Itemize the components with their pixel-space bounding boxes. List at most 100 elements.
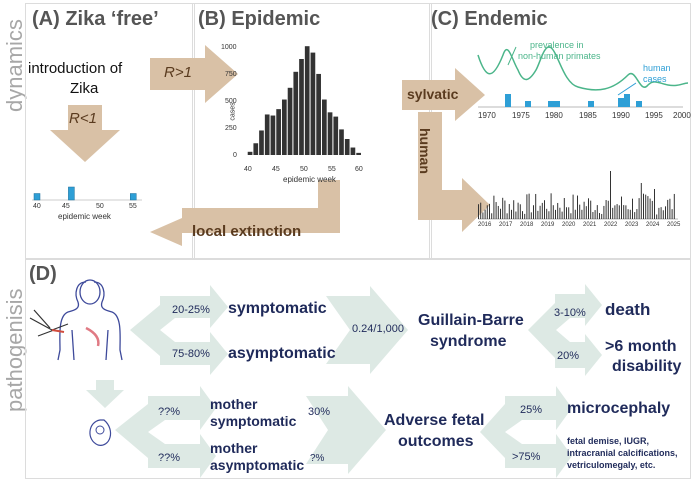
human-case-bar: [478, 204, 479, 219]
prevalence-label-1: prevalence in: [530, 40, 584, 50]
human-case-bar: [638, 198, 640, 219]
sylvatic-bar-1: [505, 94, 511, 107]
chart-human-cases: [478, 171, 678, 220]
human-case-bar: [537, 210, 539, 219]
chart-zika-free: [32, 186, 142, 201]
human-case-bar: [603, 205, 605, 219]
percent-death: 3-10%: [554, 307, 586, 319]
percent-symptomatic: 20-25%: [172, 304, 210, 316]
arrow-r-gt-1: [150, 45, 238, 103]
epidemic-bar: [287, 87, 293, 155]
panel-c-title: (C) Endemic: [431, 8, 548, 30]
human-case-bar: [506, 213, 508, 219]
chart-b-xlabel: epidemic week: [283, 175, 336, 184]
human-case-bar: [590, 200, 592, 219]
human-case-bar: [552, 205, 554, 219]
human-case-bar: [508, 204, 510, 219]
human-case-bar: [592, 212, 594, 219]
chart-b-xtick-50: 50: [300, 166, 308, 173]
human-case-bar: [500, 208, 501, 219]
human-case-bar: [634, 212, 636, 219]
human-case-bar: [596, 205, 598, 219]
arrow-sylvatic: [402, 68, 485, 121]
human-case-bar: [656, 214, 658, 219]
human-case-bar: [625, 205, 627, 219]
prevalence-pointer: [507, 46, 517, 66]
human-case-bar: [627, 209, 629, 219]
human-case-bar: [673, 193, 675, 219]
chart-c-xtick-2000: 2000: [673, 111, 691, 120]
human-case-bar: [482, 212, 484, 219]
chart-a-tick-40: 40: [33, 203, 41, 210]
human-case-bar: [548, 211, 550, 219]
human-case-bar: [579, 204, 581, 219]
human-case-bar: [528, 193, 530, 219]
human-case-bar: [539, 205, 541, 219]
human-case-bar: [524, 213, 526, 219]
sylvatic-bar-7: [624, 94, 630, 107]
human-case-bar: [660, 207, 662, 219]
epidemic-bar: [350, 147, 356, 155]
human-case-bar: [647, 196, 649, 219]
prevalence-label-2: non-human primates: [518, 51, 601, 61]
human-case-bar: [517, 202, 519, 219]
zika-free-bar: [130, 193, 137, 201]
human-case-bar: [667, 199, 669, 219]
panel-d-title: (D): [29, 263, 57, 285]
sylvatic-bar-3: [548, 101, 554, 107]
human-cases-label-1: human: [643, 63, 671, 73]
arrow-split-gbs: [528, 284, 602, 376]
human-case-bar: [550, 193, 552, 219]
human-case-bar: [489, 203, 490, 219]
microcephaly-label: microcephaly: [567, 400, 671, 417]
human-case-bar: [491, 213, 493, 219]
human-case-bar: [502, 197, 504, 219]
human-case-bar: [583, 201, 585, 219]
human-case-bar: [618, 205, 620, 219]
zika-free-bar: [68, 186, 75, 201]
other-outcomes-label-3: vetriculomegaly, etc.: [567, 460, 656, 470]
human-case-bar: [513, 200, 515, 219]
human-case-bar: [480, 202, 482, 219]
human-case-bar: [535, 193, 537, 219]
r-lt-1-label: R<1: [69, 110, 97, 127]
human-xtick: 2016: [478, 222, 492, 228]
percent-fetal-asymptomatic: ?%: [310, 453, 325, 464]
human-case-bar: [581, 209, 583, 219]
intro-text: introduction of: [28, 60, 123, 77]
symptomatic-label: symptomatic: [228, 300, 327, 317]
figure-human-mosquito: [29, 279, 124, 446]
human-cases-label-2: cases: [643, 74, 667, 84]
epidemic-bar: [247, 151, 253, 155]
epidemic-bar: [276, 109, 281, 155]
epidemic-bar: [270, 115, 276, 155]
human-case-bar: [574, 209, 576, 219]
sylvatic-bar-4: [554, 101, 560, 107]
chart-b-ytick-500: 500: [225, 98, 237, 105]
human-xtick: 2020: [562, 222, 576, 228]
human-case-bar: [669, 198, 671, 219]
mother-symptomatic-label-2: symptomatic: [210, 413, 297, 429]
chart-b-xtick-60: 60: [355, 166, 363, 173]
percent-asymptomatic: 75-80%: [172, 348, 210, 360]
mother-asymptomatic-label-1: mother: [210, 440, 258, 456]
human-case-bar: [522, 211, 523, 219]
epidemic-bar: [299, 59, 304, 155]
human-case-bar: [557, 202, 559, 219]
human-xtick: 2021: [583, 222, 597, 228]
r-gt-1-label: R>1: [164, 64, 192, 81]
human-case-bar: [561, 211, 563, 219]
chart-c-xtick-1975: 1975: [512, 111, 530, 120]
arrow-to-gbs: [326, 286, 408, 374]
epidemic-bar: [264, 114, 270, 155]
mother-symptomatic-label-1: mother: [210, 396, 258, 412]
human-case-bar: [511, 209, 512, 219]
human-case-bar: [563, 197, 565, 219]
fetal-label-2: outcomes: [398, 433, 474, 450]
sylvatic-bar-8: [636, 101, 642, 107]
percent-mother-asymptomatic: ??%: [158, 452, 181, 464]
epidemic-bar: [322, 99, 327, 155]
human-case-bar: [570, 213, 572, 219]
gbs-label-1: Guillain-Barre: [418, 312, 524, 329]
